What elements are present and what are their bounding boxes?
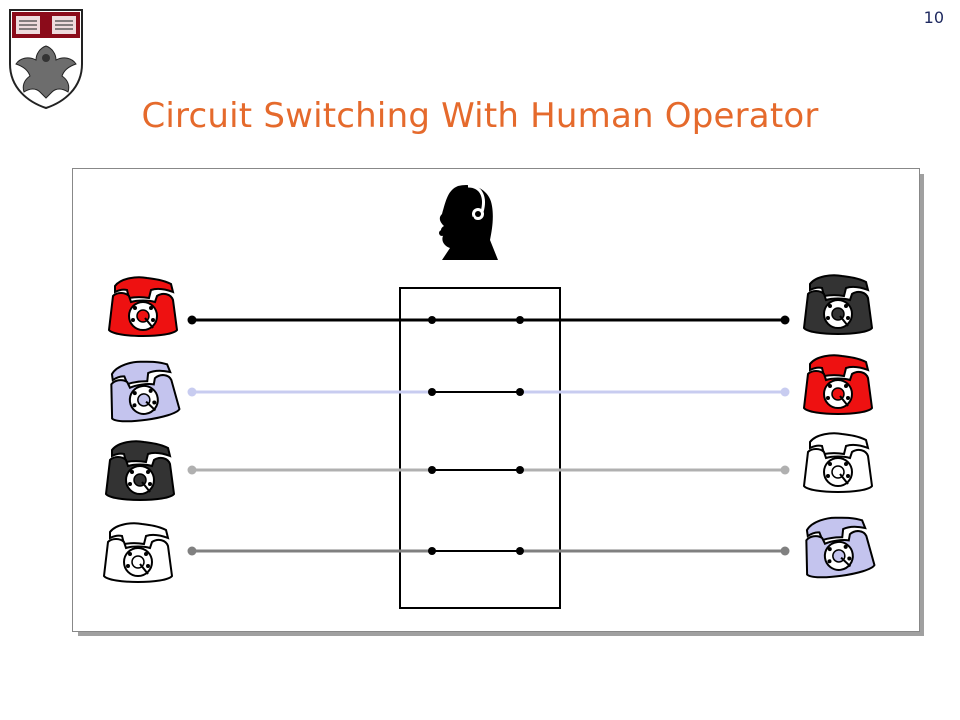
- slide-title: Circuit Switching With Human Operator: [141, 96, 819, 136]
- operator-headset-icon: [439, 184, 498, 260]
- university-crest-icon: [9, 9, 83, 110]
- rotary-telephone-icon: [103, 355, 182, 426]
- switchboard-box: [399, 287, 561, 609]
- circuit-1: [187, 315, 790, 325]
- circuit-4: [187, 546, 790, 556]
- rotary-telephone-icon: [103, 522, 173, 583]
- rotary-telephone-icon: [803, 274, 873, 335]
- circuit-2: [187, 387, 790, 397]
- circuit-3: [187, 465, 790, 475]
- slide-number: 10: [923, 8, 944, 27]
- rotary-telephone-icon: [803, 354, 873, 415]
- rotary-telephone-icon: [105, 440, 175, 501]
- rotary-telephone-icon: [798, 511, 877, 582]
- rotary-telephone-icon: [108, 276, 178, 337]
- rotary-telephone-icon: [803, 432, 873, 493]
